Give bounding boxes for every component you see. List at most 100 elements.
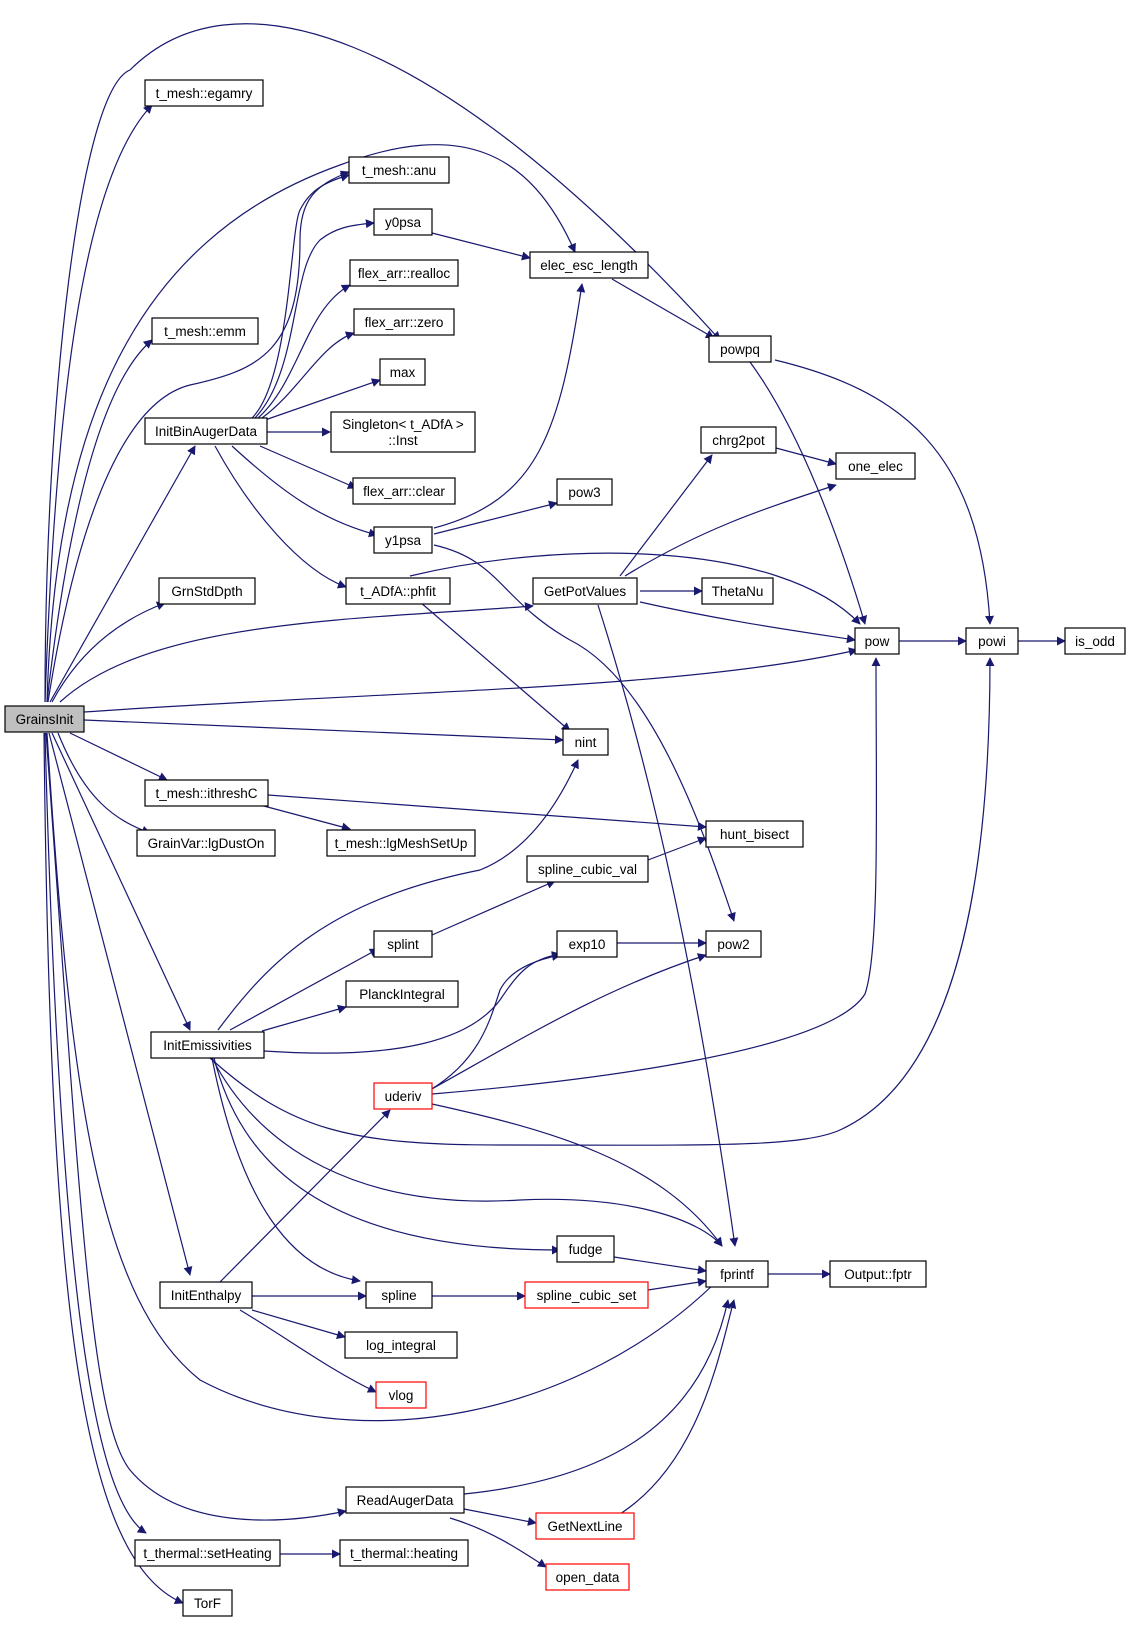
node-hunt-bisect-label: hunt_bisect <box>720 827 789 842</box>
node-emm-label: t_mesh::emm <box>164 324 246 339</box>
edge-splint-spline-cubic-val <box>431 880 556 936</box>
node-flex-realloc[interactable]: flex_arr::realloc <box>349 259 459 287</box>
edge-phfit-nint <box>419 601 571 732</box>
node-exp10[interactable]: exp10 <box>556 930 618 958</box>
edge-spline-cubic-set-fprintf <box>647 1277 707 1291</box>
edge-grainsinit-emm <box>46 339 153 703</box>
node-powi[interactable]: powi <box>965 627 1019 655</box>
node-open-data-label: open_data <box>556 1570 620 1585</box>
node-pow2[interactable]: pow2 <box>705 930 762 958</box>
node-grainsinit[interactable]: GrainsInit <box>4 705 85 733</box>
node-torf-label: TorF <box>194 1596 221 1611</box>
edge-uderiv-pow2 <box>429 953 707 1091</box>
edge-initemis-fprintf <box>211 1057 723 1247</box>
node-vlog[interactable]: vlog <box>375 1381 427 1409</box>
node-emm[interactable]: t_mesh::emm <box>151 317 259 345</box>
edge-readauger-open-data <box>449 1517 547 1568</box>
node-log-integral[interactable]: log_integral <box>344 1331 458 1359</box>
node-elec-esc-length[interactable]: elec_esc_length <box>529 251 649 279</box>
node-lgmeshsetup[interactable]: t_mesh::lgMeshSetUp <box>326 829 476 857</box>
node-y1psa[interactable]: y1psa <box>373 526 433 554</box>
edge-initbin-anu <box>251 172 350 419</box>
node-initemissivities[interactable]: InitEmissivities <box>150 1031 265 1059</box>
edge-readauger-getnextline <box>463 1508 537 1526</box>
node-thermal-heating[interactable]: t_thermal::heating <box>339 1539 469 1567</box>
node-y0psa[interactable]: y0psa <box>373 208 433 236</box>
node-chrg2pot[interactable]: chrg2pot <box>700 426 777 454</box>
node-setheating[interactable]: t_thermal::setHeating <box>134 1539 281 1567</box>
edge-grainsinit-initemis <box>51 732 191 1031</box>
edge-grainsinit-ithresh <box>69 732 168 781</box>
edge-grainsinit-elec-esc-length <box>46 144 576 703</box>
node-pow[interactable]: pow <box>854 627 900 655</box>
node-thermal-heating-label: t_thermal::heating <box>350 1546 458 1561</box>
node-phfit[interactable]: t_ADfA::phfit <box>345 577 451 605</box>
node-one-elec[interactable]: one_elec <box>835 452 916 480</box>
node-flex-zero[interactable]: flex_arr::zero <box>353 308 455 336</box>
node-max[interactable]: max <box>379 358 426 386</box>
edge-y0psa-elec-esc-length <box>431 232 531 261</box>
edge-initemis-planck <box>261 1004 347 1032</box>
edge-initbin-clear <box>259 445 357 489</box>
edge-initemis-powi <box>209 657 995 1146</box>
node-initbinaugerdata[interactable]: InitBinAugerData <box>144 417 268 445</box>
node-readaugerdata[interactable]: ReadAugerData <box>345 1486 465 1514</box>
edge-grainsinit-powpq <box>44 23 721 703</box>
node-pow2-label: pow2 <box>717 937 749 952</box>
node-getpotvalues[interactable]: GetPotValues <box>532 577 638 605</box>
node-splint[interactable]: splint <box>373 930 433 958</box>
node-fudge[interactable]: fudge <box>556 1235 615 1263</box>
edge-initbin-realloc <box>257 284 351 419</box>
node-uderiv[interactable]: uderiv <box>373 1082 433 1110</box>
node-spline-cubic-val[interactable]: spline_cubic_val <box>526 855 649 883</box>
edge-ithresh-hunt-bisect <box>267 794 707 831</box>
node-hunt-bisect[interactable]: hunt_bisect <box>705 820 804 848</box>
node-y1psa-label: y1psa <box>385 533 422 548</box>
node-phfit-label: t_ADfA::phfit <box>360 584 436 599</box>
edge-getpot-pow <box>639 601 856 644</box>
node-spline[interactable]: spline <box>365 1281 433 1309</box>
edge-grainsinit-anu <box>47 170 350 703</box>
node-fprintf[interactable]: fprintf <box>705 1260 769 1288</box>
node-flex-realloc-label: flex_arr::realloc <box>358 266 451 281</box>
node-powpq[interactable]: powpq <box>708 335 772 363</box>
node-thetanu-label: ThetaNu <box>712 584 764 599</box>
node-getnextline[interactable]: GetNextLine <box>535 1512 635 1540</box>
node-ithreshc[interactable]: t_mesh::ithreshC <box>144 779 269 807</box>
node-chrg2pot-label: chrg2pot <box>712 433 765 448</box>
edge-grainsinit-readauger <box>45 732 347 1521</box>
node-grnstddpth[interactable]: GrnStdDpth <box>158 577 256 605</box>
node-initemissivities-label: InitEmissivities <box>163 1038 252 1053</box>
node-torf[interactable]: TorF <box>182 1589 233 1617</box>
node-lgmeshsetup-label: t_mesh::lgMeshSetUp <box>335 836 468 851</box>
node-singleton-inst[interactable]: Singleton< t_ADfA >::Inst <box>330 411 476 453</box>
edge-powpq-pow <box>749 361 868 625</box>
node-singleton-inst-label-line2: ::Inst <box>388 433 418 448</box>
node-initenthalpy[interactable]: InitEnthalpy <box>159 1281 253 1309</box>
node-grnstddpth-label: GrnStdDpth <box>171 584 242 599</box>
node-egamry[interactable]: t_mesh::egamry <box>144 79 264 107</box>
node-flex-clear-label: flex_arr::clear <box>363 484 445 499</box>
node-max-label: max <box>390 365 416 380</box>
node-spline-cubic-set[interactable]: spline_cubic_set <box>524 1281 649 1309</box>
edge-grainsinit-initenth <box>48 732 193 1276</box>
node-output-fptr[interactable]: Output::fptr <box>829 1260 927 1288</box>
node-exp10-label: exp10 <box>569 937 606 952</box>
node-thetanu[interactable]: ThetaNu <box>701 577 774 605</box>
edge-chrg2pot-one-elec <box>775 447 837 467</box>
edge-grainsinit-initbin <box>49 445 196 703</box>
node-is-odd[interactable]: is_odd <box>1064 627 1126 655</box>
node-open-data[interactable]: open_data <box>545 1563 630 1591</box>
node-anu[interactable]: t_mesh::anu <box>348 156 450 184</box>
edge-initemis-fudge <box>213 1057 561 1255</box>
node-lgdustdon[interactable]: GrainVar::lgDustOn <box>136 829 276 857</box>
node-nint[interactable]: nint <box>562 728 609 756</box>
node-flex-clear[interactable]: flex_arr::clear <box>352 477 456 505</box>
node-planckintegral[interactable]: PlanckIntegral <box>345 980 459 1008</box>
node-log-integral-label: log_integral <box>366 1338 436 1353</box>
edge-powpq-powi <box>774 359 995 625</box>
node-readaugerdata-label: ReadAugerData <box>357 1493 454 1508</box>
node-pow3[interactable]: pow3 <box>556 478 613 506</box>
edge-y1psa-pow3 <box>433 500 558 535</box>
